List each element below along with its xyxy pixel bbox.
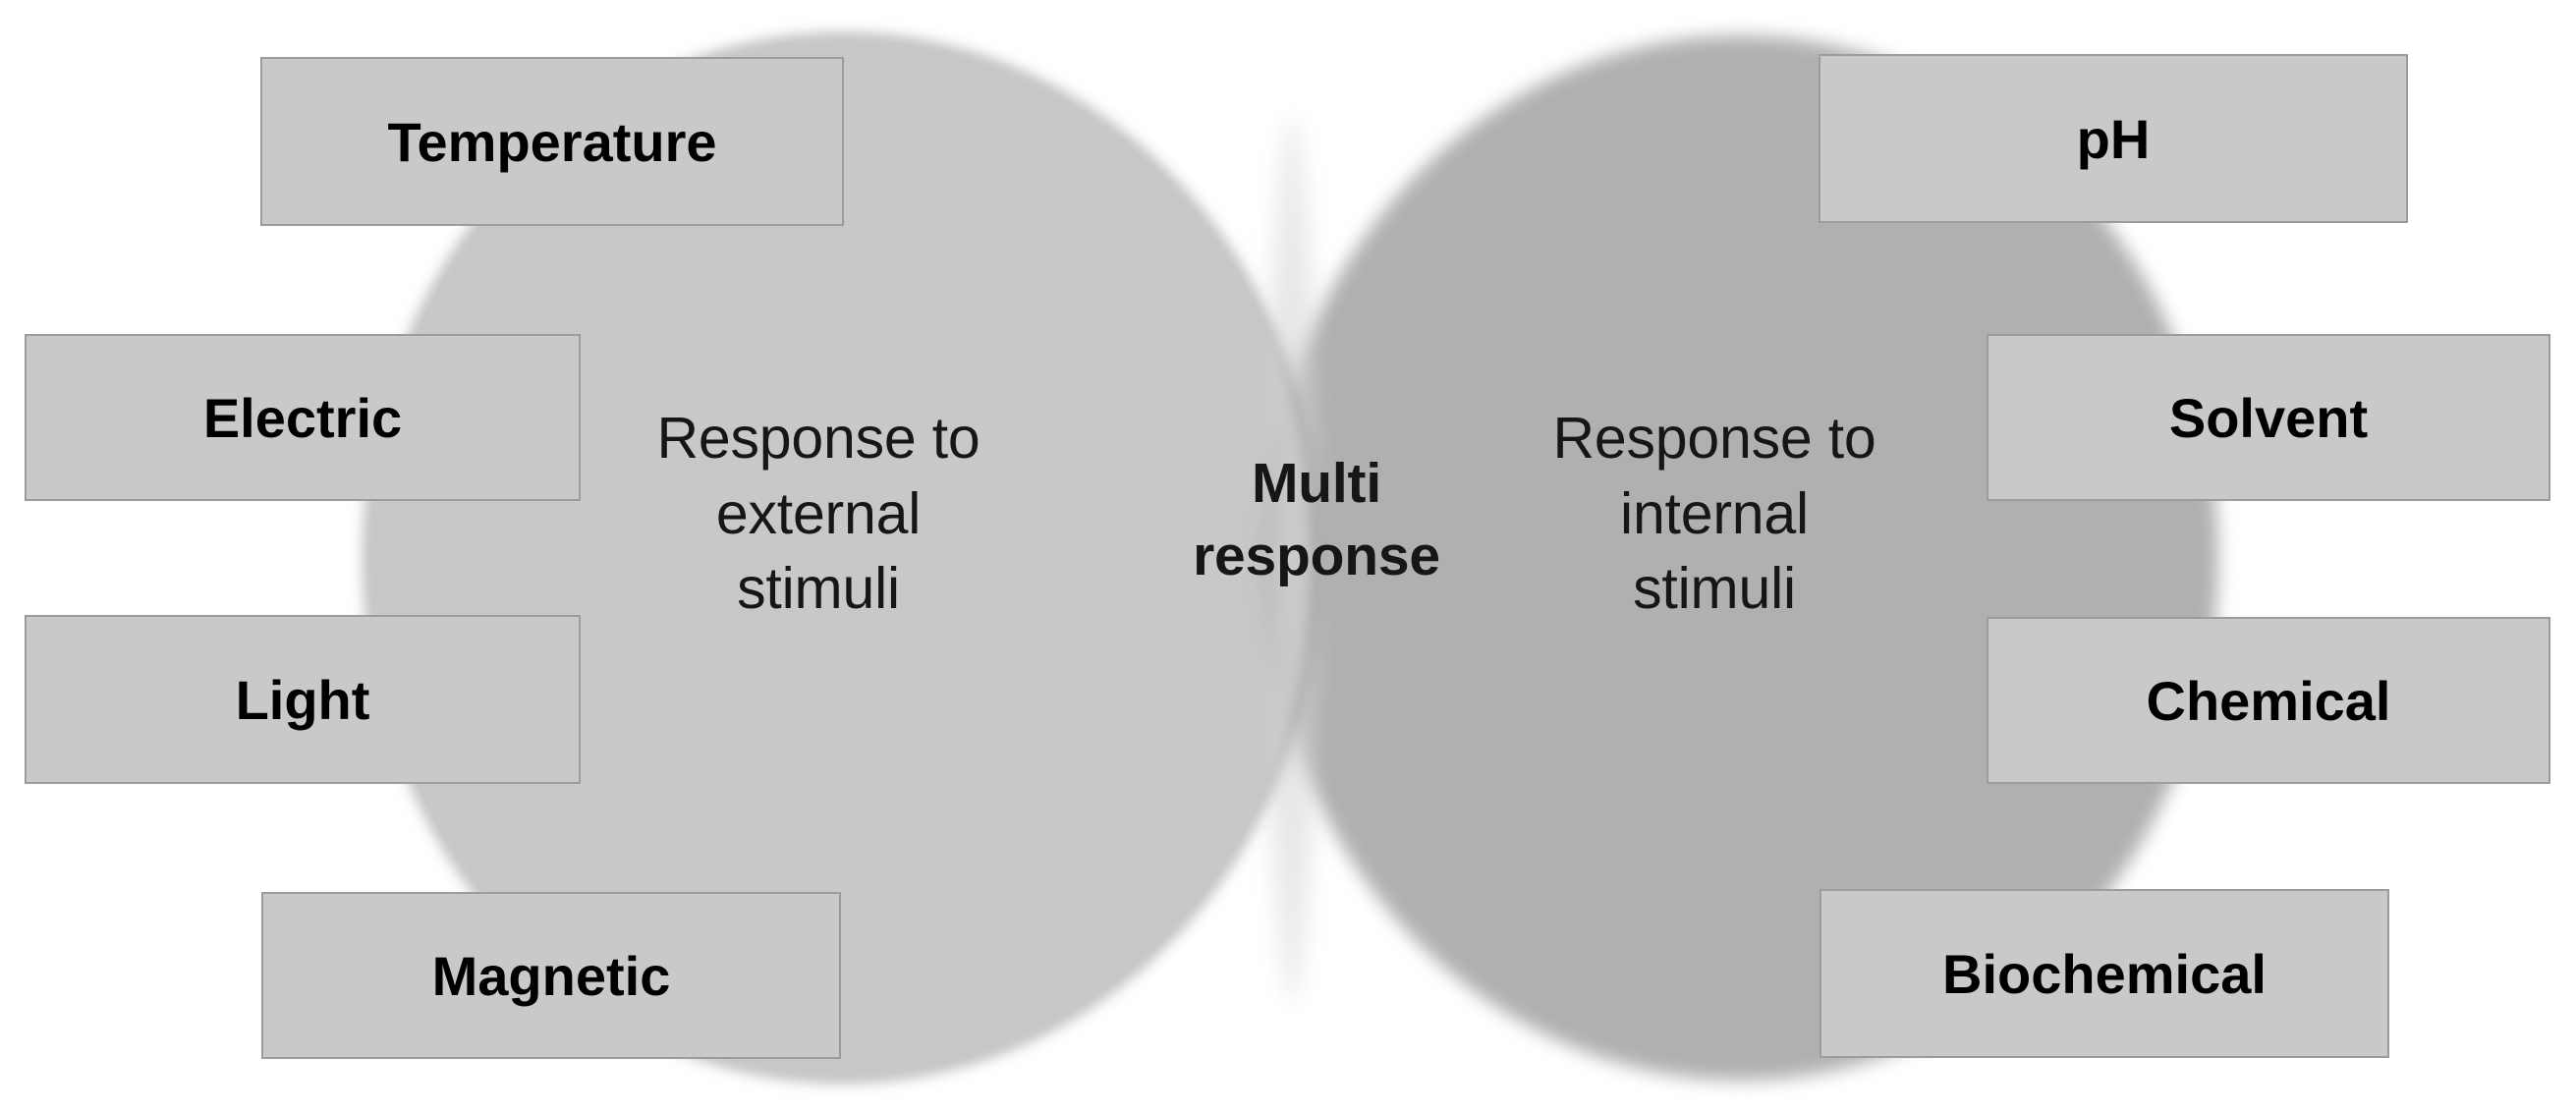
label-box-light[interactable]: Light bbox=[25, 615, 581, 784]
label-box-chemical[interactable]: Chemical bbox=[1987, 617, 2550, 784]
label-box-solvent[interactable]: Solvent bbox=[1987, 334, 2550, 501]
label-box-ph[interactable]: pH bbox=[1819, 54, 2408, 223]
internal-stimuli-caption: Response to internal stimuli bbox=[1552, 406, 1876, 622]
intersection-lens bbox=[1263, 118, 1320, 1002]
multi-response-caption: Multi response bbox=[1193, 452, 1440, 588]
label-box-biochemical[interactable]: Biochemical bbox=[1820, 889, 2389, 1058]
label-box-electric[interactable]: Electric bbox=[25, 334, 581, 501]
external-stimuli-caption: Response to external stimuli bbox=[656, 406, 980, 622]
label-box-temperature[interactable]: Temperature bbox=[260, 57, 844, 226]
label-box-magnetic[interactable]: Magnetic bbox=[261, 892, 841, 1059]
